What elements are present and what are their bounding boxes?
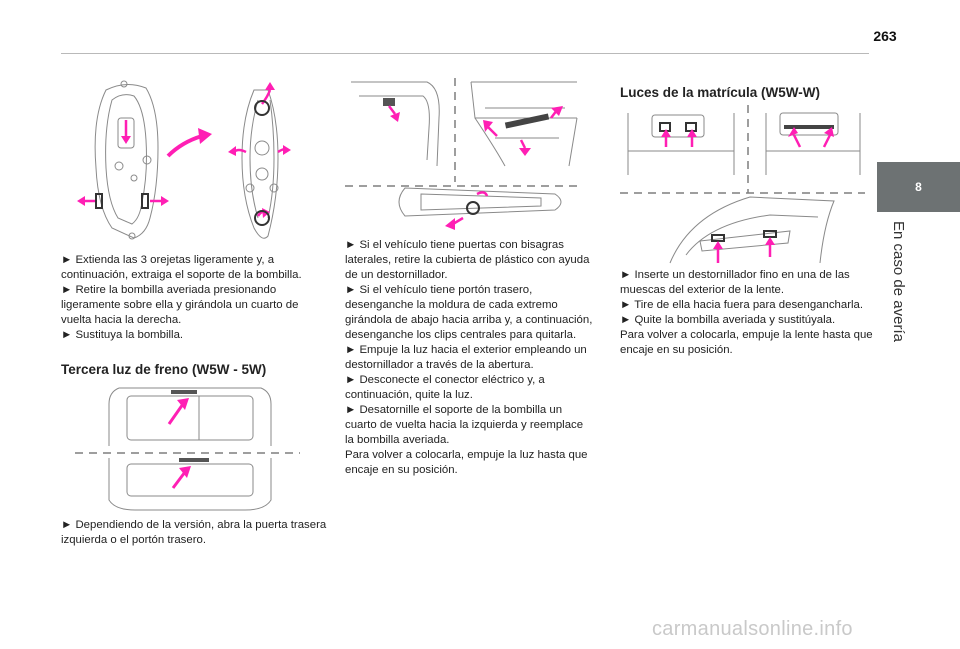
col2-instructions: ► Si el vehículo tiene puertas con bisag… xyxy=(345,238,593,478)
col3-instructions: ► Inserte un destornillador fino en una … xyxy=(620,268,875,358)
paragraph: ► Si el vehículo tiene puertas con bisag… xyxy=(345,239,590,281)
chapter-title-text: En caso de avería xyxy=(889,220,907,342)
rear-doors-illustration xyxy=(75,387,300,511)
license-plate-lights-illustration xyxy=(620,105,865,264)
chapter-number: 8 xyxy=(915,180,922,194)
paragraph: ► Quite la bombilla averiada y sustitúya… xyxy=(620,314,836,326)
paragraph: ► Desconecte el conector eléctrico y, a … xyxy=(345,374,545,401)
paragraph: ► Empuje la luz hacia el exterior emplea… xyxy=(345,344,587,371)
paragraph: ► Sustituya la bombilla. xyxy=(61,329,184,341)
header-divider xyxy=(61,53,869,54)
page-number: 263 xyxy=(873,28,897,44)
paragraph: Para volver a colocarla, empuje la luz h… xyxy=(345,449,588,476)
paragraph: ► Dependiendo de la versión, abra la pue… xyxy=(61,519,327,546)
paragraph: ► Retire la bombilla averiada presionand… xyxy=(61,284,299,326)
paragraph: Para volver a colocarla, empuje la lente… xyxy=(620,329,873,356)
bulb-holder-illustration xyxy=(77,80,291,240)
chapter-title: En caso de avería xyxy=(878,196,918,366)
rear-light-removal-illustration xyxy=(345,78,583,230)
paragraph: ► Extienda las 3 orejetas ligeramente y,… xyxy=(61,254,302,281)
paragraph: ► Tire de ella hacia fuera para desengan… xyxy=(620,299,864,311)
license-plate-lights-heading: Luces de la matrícula (W5W-W) xyxy=(620,85,821,100)
chapter-tab[interactable]: 8 xyxy=(877,162,960,212)
paragraph: ► Inserte un destornillador fino en una … xyxy=(620,269,850,296)
paragraph: ► Desatornille el soporte de la bombilla… xyxy=(345,404,584,446)
watermark: carmanualsonline.info xyxy=(652,618,853,640)
col1-instructions-2: ► Dependiendo de la versión, abra la pue… xyxy=(61,518,327,548)
col1-instructions: ► Extienda las 3 orejetas ligeramente y,… xyxy=(61,253,327,343)
third-brake-light-heading: Tercera luz de freno (W5W - 5W) xyxy=(61,362,267,377)
paragraph: ► Si el vehículo tiene portón trasero, d… xyxy=(345,284,593,341)
